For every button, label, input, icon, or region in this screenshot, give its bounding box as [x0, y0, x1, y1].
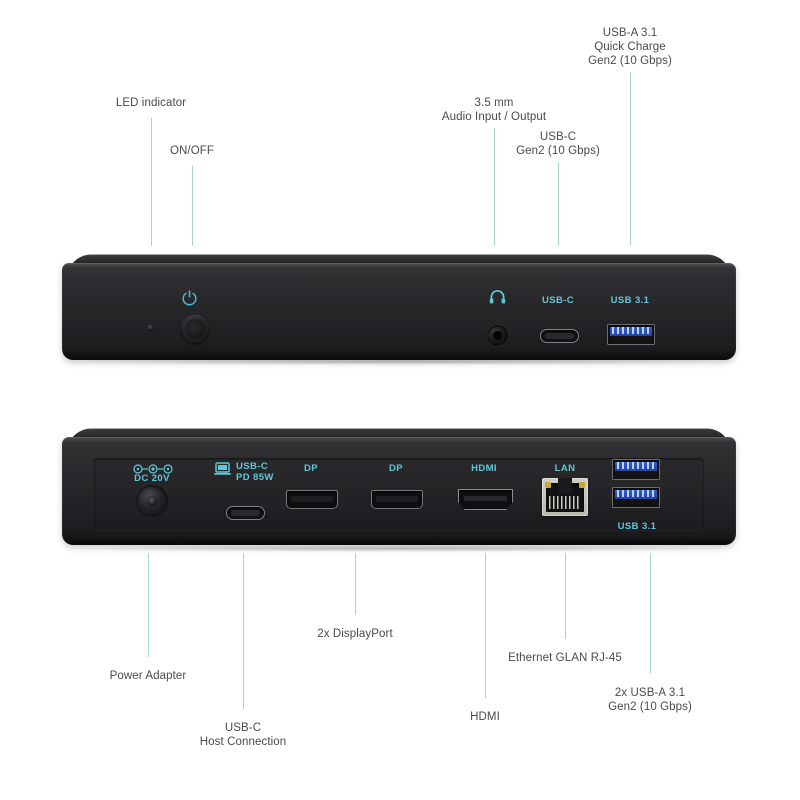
usb-c-host-port[interactable]: [226, 506, 265, 520]
annotation-usb-a-quick-charge: USB-A 3.1 Quick Charge Gen2 (10 Gbps): [588, 27, 672, 67]
silk-label-front-usb-31: USB 3.1: [610, 295, 650, 306]
annotation-led-indicator: LED indicator: [115, 97, 187, 109]
leader-line-power-adapter: [148, 553, 149, 657]
usb-a-contacts: [617, 462, 655, 470]
power-symbol-icon: ⏻: [182, 289, 198, 310]
hdmi-slot: [463, 495, 508, 502]
silk-label-dp-2: DP: [389, 463, 403, 474]
usb-a-port-rear-top[interactable]: [612, 459, 660, 480]
dc-polarity-icon: [133, 461, 173, 474]
silk-label-hdmi: HDMI: [471, 463, 497, 474]
audio-jack-port[interactable]: [487, 325, 508, 346]
annotation-audio-jack: 3.5 mm Audio Input / Output: [441, 97, 547, 123]
displayport-1[interactable]: [286, 490, 338, 509]
headphone-icon: [489, 289, 506, 304]
annotation-usb-c-host: USB-C Host Connection: [199, 722, 287, 748]
device-front-face: [62, 263, 736, 360]
leader-line-ethernet: [565, 553, 566, 639]
laptop-icon: [214, 462, 231, 476]
rear-bevel-highlight: [62, 437, 736, 442]
power-button[interactable]: [181, 315, 209, 343]
rj45-latch-tab: [557, 478, 573, 494]
silk-label-front-usb-c: USB-C: [541, 295, 575, 306]
front-device-shadow: [70, 358, 728, 365]
silk-label-dc-in: DC 20V: [134, 473, 170, 484]
rear-device-shadow: [70, 545, 728, 552]
displayport-2[interactable]: [371, 490, 423, 509]
annotation-usb-c-gen2: USB-C Gen2 (10 Gbps): [516, 131, 600, 157]
leader-line-usb-a-quick-charge: [630, 72, 631, 246]
annotation-usb-a-2x: 2x USB-A 3.1 Gen2 (10 Gbps): [608, 687, 692, 713]
silk-label-usb-c-pd: USB-C PD 85W: [236, 461, 274, 483]
annotation-on-off: ON/OFF: [169, 145, 215, 157]
leader-line-hdmi: [485, 553, 486, 698]
usb-a-contacts: [612, 327, 650, 335]
leader-line-usb-c-host: [243, 553, 244, 709]
leader-line-usb-a-2x: [650, 553, 651, 673]
dc-power-port[interactable]: [136, 485, 168, 517]
leader-line-on-off: [192, 166, 193, 246]
annotation-ethernet: Ethernet GLAN RJ-45: [508, 652, 622, 664]
usb-a-port-rear-bottom[interactable]: [612, 487, 660, 508]
annotation-power-adapter: Power Adapter: [109, 670, 187, 682]
usb-c-port-front[interactable]: [540, 329, 579, 343]
leader-line-led-indicator: [151, 118, 152, 246]
ethernet-rj45-port[interactable]: [542, 478, 588, 516]
usb-a-contacts: [617, 490, 655, 498]
hdmi-port[interactable]: [458, 489, 513, 510]
leader-line-audio-jack: [494, 128, 495, 246]
silk-label-lan: LAN: [554, 463, 576, 474]
rj45-led-right: [579, 481, 586, 488]
silk-label-dp-1: DP: [304, 463, 318, 474]
leader-line-displayport: [355, 553, 356, 615]
annotation-displayport: 2x DisplayPort: [317, 628, 393, 640]
front-bevel-highlight: [62, 263, 736, 268]
rj45-led-left: [544, 481, 551, 488]
leader-line-usb-c-gen2: [558, 162, 559, 246]
silk-label-rear-usb-31: USB 3.1: [617, 521, 657, 532]
annotation-hdmi: HDMI: [470, 711, 500, 723]
led-indicator-dot: [147, 324, 154, 331]
usb-a-port-front[interactable]: [607, 324, 655, 345]
rj45-pins: [549, 496, 581, 510]
